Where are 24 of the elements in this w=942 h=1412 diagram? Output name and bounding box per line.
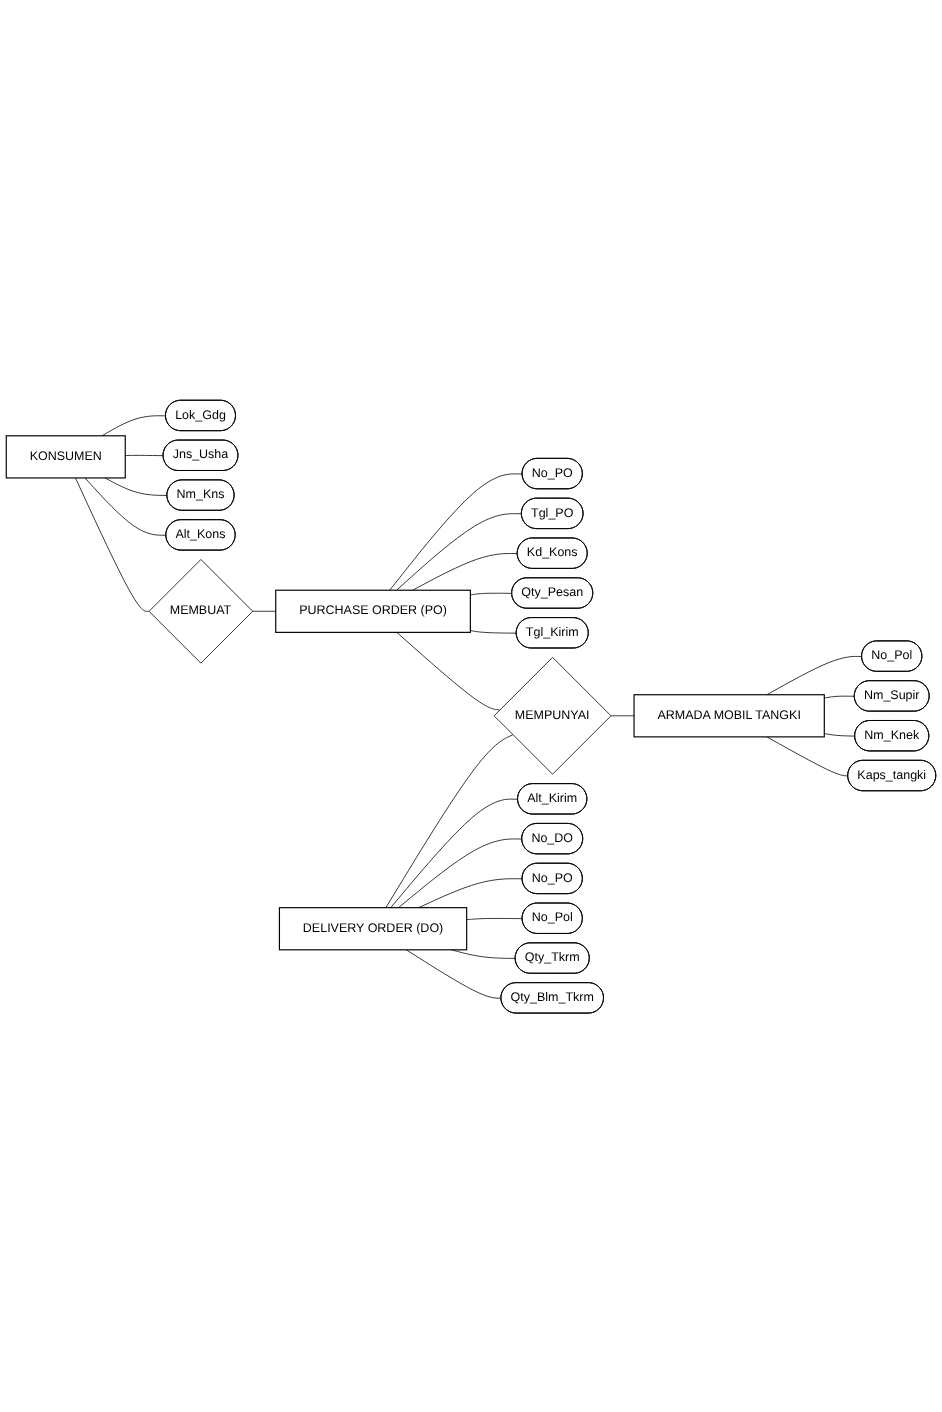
connector <box>766 655 863 695</box>
connector <box>398 837 523 908</box>
connector <box>469 592 513 595</box>
connector <box>823 732 856 736</box>
connector <box>418 877 523 908</box>
connector <box>84 476 167 535</box>
connector <box>124 454 164 456</box>
connector <box>396 631 500 710</box>
connector <box>75 476 150 612</box>
connector <box>405 948 502 998</box>
connector <box>451 948 516 959</box>
connector <box>104 476 168 496</box>
connector <box>469 629 517 633</box>
connector <box>610 714 635 716</box>
connector <box>385 733 514 908</box>
connector <box>251 610 277 612</box>
connector <box>466 917 523 920</box>
connector <box>766 735 849 776</box>
connector <box>823 695 856 698</box>
connector <box>390 798 519 908</box>
connector <box>396 512 523 590</box>
connector <box>389 472 523 590</box>
connector <box>412 552 518 590</box>
connector <box>101 414 167 436</box>
